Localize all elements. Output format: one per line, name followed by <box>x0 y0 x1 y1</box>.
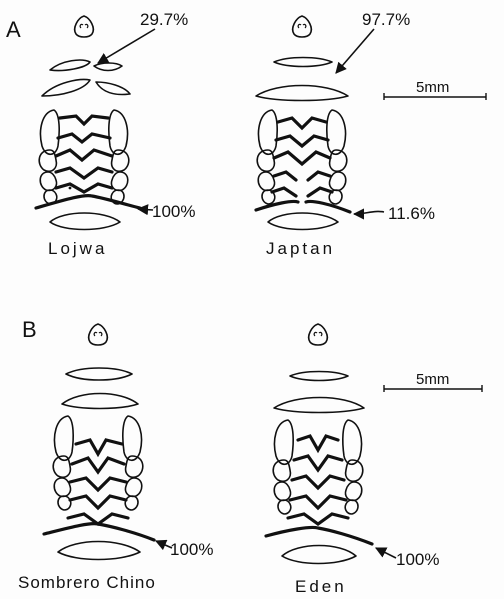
scale-bar-b-label: 5mm <box>416 371 449 388</box>
japtan-top-percent: 97.7% <box>362 10 410 29</box>
terminal-plate <box>58 542 140 560</box>
pronotum <box>290 372 348 381</box>
head-shape <box>293 16 312 37</box>
abdominal-grooves <box>256 118 350 212</box>
mesonotum-right <box>96 82 130 95</box>
head-shape <box>75 16 94 37</box>
japtan-top-arrow <box>336 29 374 73</box>
panel-a-label: A <box>6 17 21 42</box>
abdominal-grooves <box>266 436 372 544</box>
lateral-plates <box>53 416 143 510</box>
pronotum <box>274 58 332 67</box>
lateral-plates <box>257 110 347 204</box>
scale-bar-a-label: 5mm <box>416 79 449 96</box>
specimen-eden <box>266 324 372 564</box>
lojwa-name: Lojwa <box>48 239 107 258</box>
mesonotum <box>256 86 348 101</box>
abdominal-grooves <box>44 440 154 540</box>
head-shape <box>309 324 328 345</box>
scale-bar-b: 5mm <box>384 371 482 392</box>
panel-a: A 5mm <box>6 10 486 258</box>
terminal-plate <box>50 213 120 230</box>
panel-b-label: B <box>22 317 37 342</box>
lojwa-top-percent: 29.7% <box>140 10 188 29</box>
japtan-bottom-percent: 11.6% <box>388 204 435 223</box>
eden-bottom-arrow <box>376 548 396 558</box>
panel-b: B 5mm 100% <box>18 317 482 596</box>
specimen-japtan <box>256 16 350 230</box>
eden-bottom-percent: 100% <box>396 550 439 569</box>
lojwa-top-arrow <box>98 29 155 63</box>
scale-bar-a: 5mm <box>384 79 486 100</box>
eden-name: Eden <box>295 577 347 596</box>
pronotum-left-piece <box>50 60 90 70</box>
pronotum <box>66 368 132 380</box>
japtan-name: Japtan <box>266 239 335 258</box>
lojwa-bottom-percent: 100% <box>152 202 195 221</box>
terminal-plate <box>282 546 356 564</box>
mesonotum <box>62 394 138 409</box>
specimen-sombrero-chino <box>44 324 154 560</box>
sombrero-chino-name: Sombrero Chino <box>18 573 156 592</box>
mesonotum-left <box>42 80 90 96</box>
head-shape <box>89 324 108 345</box>
terminal-plate <box>268 213 338 230</box>
sombrero-chino-bottom-percent: 100% <box>170 540 213 559</box>
pronotum-right-piece <box>94 63 122 71</box>
lateral-plates <box>273 420 363 514</box>
mesonotum <box>274 398 364 413</box>
lojwa-bottom-arrow <box>138 209 153 210</box>
japtan-bottom-arrow <box>354 211 384 214</box>
